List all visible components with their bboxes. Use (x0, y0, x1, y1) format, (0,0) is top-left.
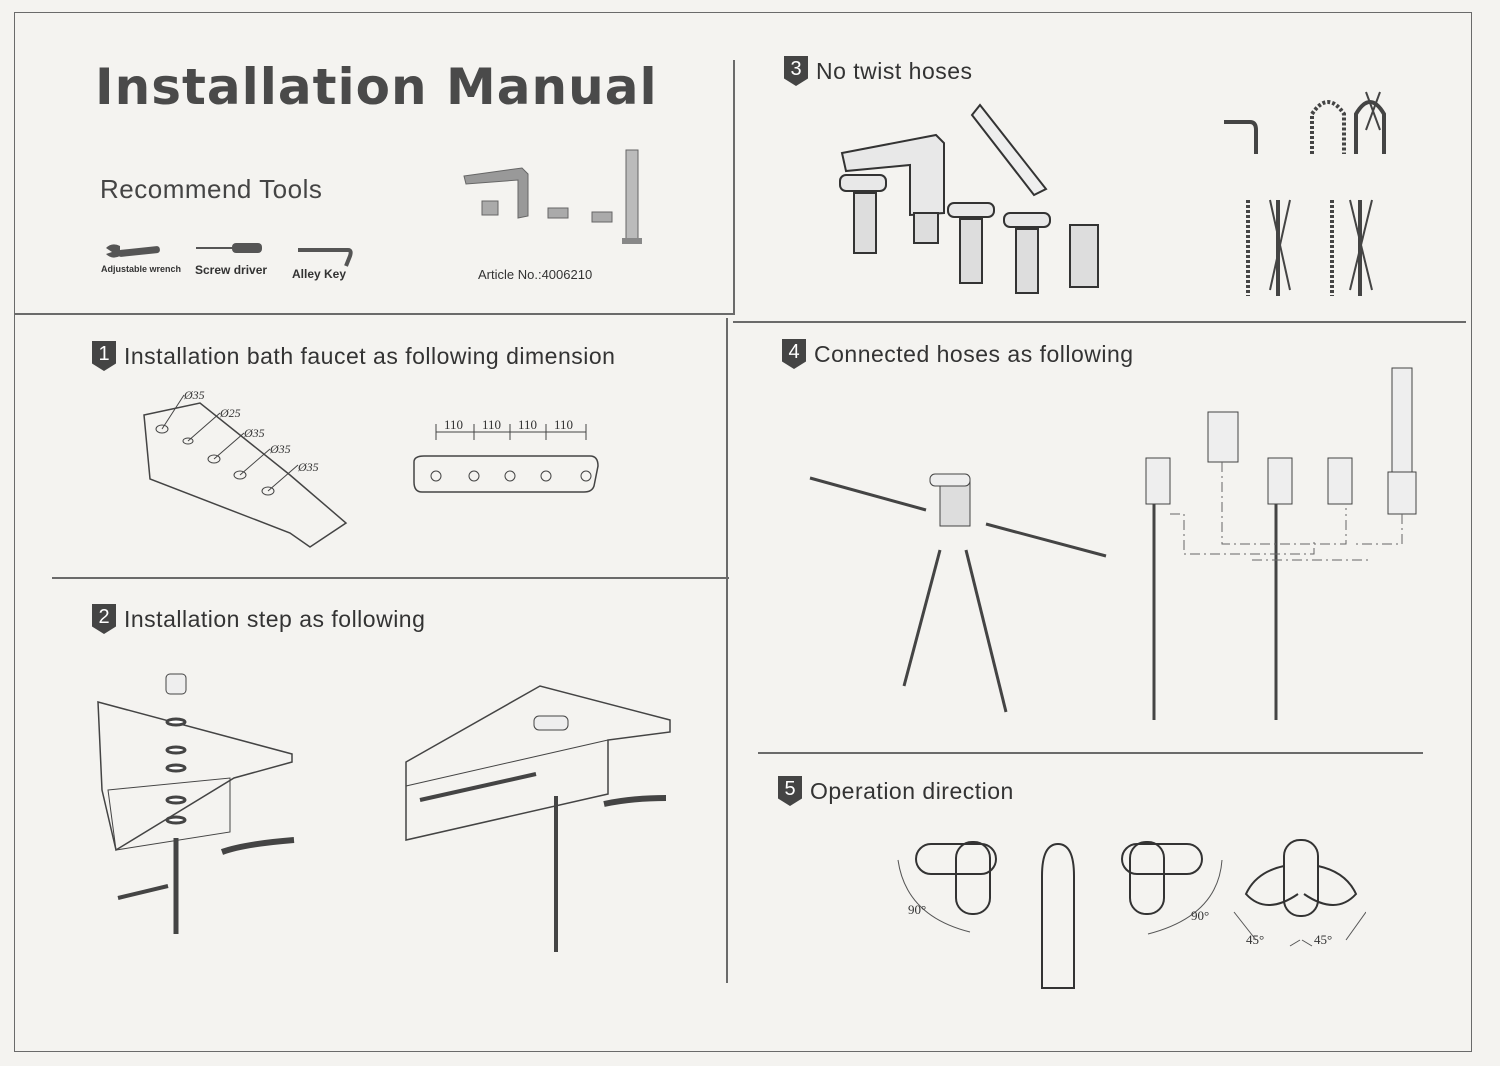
angle-label: 45° (1246, 932, 1264, 947)
install-step-a-illustration (94, 668, 304, 943)
install-step-b-illustration (396, 680, 674, 960)
plumbing-schematic (1136, 364, 1426, 729)
divider-mid-right (758, 752, 1423, 754)
section-title: Operation direction (810, 777, 1014, 804)
hole-label: Ø35 (183, 388, 205, 402)
section-title: Installation bath faucet as following di… (124, 342, 616, 369)
operation-direction-diagram: 90° 90° 45° 45° (886, 836, 1366, 996)
hose-examples-illustration (1220, 90, 1390, 310)
step-badge: 1 (92, 341, 116, 371)
hole-label: Ø25 (219, 406, 241, 420)
section-title: Installation step as following (124, 605, 426, 632)
allen-key-icon (296, 244, 356, 268)
spacing-label: 110 (482, 417, 501, 432)
divider-top-right (733, 321, 1466, 323)
faucet-exploded-illustration (836, 95, 1116, 310)
section-title: Connected hoses as following (814, 340, 1134, 367)
section-2-heading: 2 Installation step as following (92, 604, 425, 634)
divider-vertical (733, 60, 735, 315)
spacing-diagram: 110 110 110 110 (410, 412, 600, 507)
angle-label: 90° (908, 902, 926, 917)
hole-label: Ø35 (297, 460, 319, 474)
step-badge: 5 (778, 776, 802, 806)
spacing-label: 110 (518, 417, 537, 432)
divider-top-left (14, 313, 733, 315)
wrench-icon (104, 240, 164, 264)
faucet-set-image (462, 146, 682, 256)
screwdriver-icon (196, 240, 266, 256)
divider-mid-left (52, 577, 729, 579)
article-number: Article No.:4006210 (478, 267, 593, 282)
step-badge: 4 (782, 339, 806, 369)
deck-hole-diagram: Ø35 Ø25 Ø35 Ø35 Ø35 (140, 385, 355, 555)
page-title: Installation Manual (95, 58, 658, 116)
tools-heading: Recommend Tools (100, 174, 323, 204)
section-title: No twist hoses (816, 57, 973, 84)
step-badge: 3 (784, 56, 808, 86)
step-badge: 2 (92, 604, 116, 634)
section-5-heading: 5 Operation direction (778, 776, 1014, 806)
spacing-label: 110 (444, 417, 463, 432)
tool-label: Adjustable wrench (101, 264, 182, 274)
section-3-heading: 3 No twist hoses (784, 56, 973, 86)
divider-vertical-lower (726, 318, 728, 983)
section-1-heading: 1 Installation bath faucet as following … (92, 341, 615, 371)
hose-connection-illustration (800, 460, 1120, 725)
tool-label: Alley Key (292, 267, 347, 281)
spacing-label: 110 (554, 417, 573, 432)
angle-label: 90° (1191, 908, 1209, 923)
hole-label: Ø35 (269, 442, 291, 456)
page-frame (14, 12, 1472, 1052)
hole-label: Ø35 (243, 426, 265, 440)
section-4-heading: 4 Connected hoses as following (782, 339, 1134, 369)
tool-label: Screw driver (195, 263, 268, 277)
angle-label: 45° (1314, 932, 1332, 947)
